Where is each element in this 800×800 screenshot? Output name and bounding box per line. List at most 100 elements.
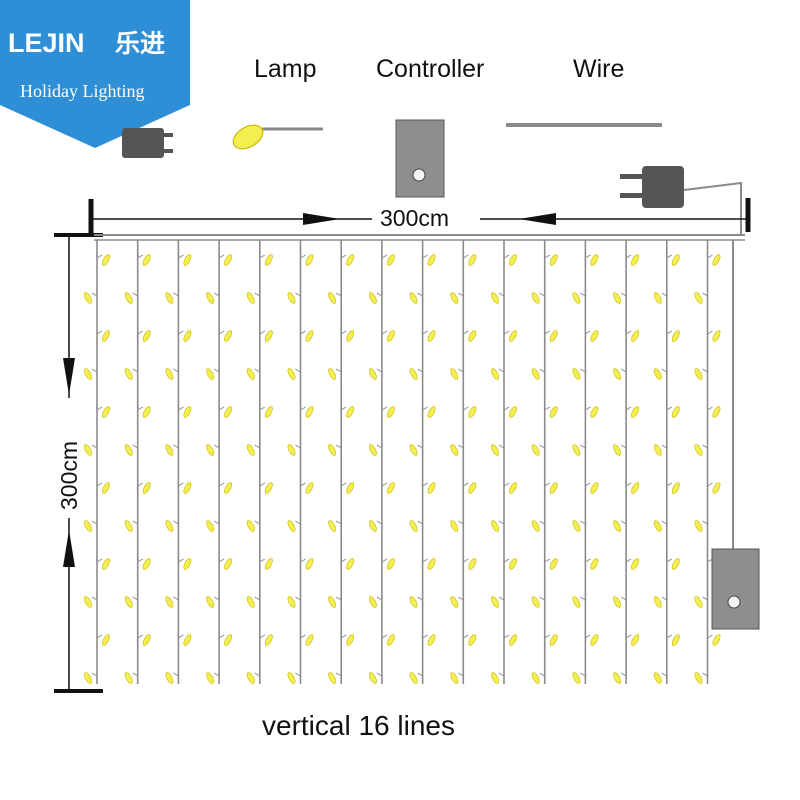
lamp-bulb — [328, 596, 342, 608]
lamp-bulb — [625, 254, 640, 266]
lamp-bulb — [137, 254, 151, 266]
lamp-bulb — [381, 406, 395, 418]
lamp-bulb — [246, 444, 261, 456]
lamp-bulb — [328, 368, 342, 380]
lamp-bulb — [259, 406, 273, 418]
lamp-bulb — [368, 672, 383, 684]
curtain-strand — [206, 240, 233, 684]
lamp-bulb — [287, 444, 301, 456]
lamp-bulb — [218, 330, 233, 342]
lamp-bulb — [625, 558, 640, 570]
lamp-bulb — [450, 596, 464, 608]
lamp-bulb — [340, 330, 355, 342]
lamp-bulb — [666, 558, 680, 570]
lamp-bulb — [707, 482, 721, 494]
lamp-bulb — [613, 596, 627, 608]
lamp-bulb — [96, 558, 110, 570]
lamp-bulb — [409, 368, 423, 380]
legend-controller-label: Controller — [376, 55, 484, 83]
lamp-bulb — [137, 482, 151, 494]
curtain-strand — [328, 240, 355, 684]
lamp-bulb — [491, 672, 505, 684]
lamp-bulb — [246, 672, 261, 684]
lamp-bulb — [666, 406, 680, 418]
lamp-bulb — [491, 596, 505, 608]
lamp-bulb — [84, 520, 98, 532]
lamp-bulb — [206, 444, 220, 456]
lamp-bulb — [206, 292, 220, 304]
curtain-strand — [450, 240, 477, 684]
lamp-bulb — [137, 406, 151, 418]
lamp-bulb — [96, 482, 110, 494]
lamp-bulb — [124, 596, 138, 608]
lamp-bulb — [178, 254, 192, 266]
lamp-bulb — [531, 672, 545, 684]
lamp-bulb — [218, 254, 233, 266]
lamp-bulb — [707, 254, 721, 266]
lamp-bulb — [422, 634, 436, 646]
lamp-bulb — [463, 634, 477, 646]
lamp-bulb — [625, 406, 640, 418]
curtain-strand — [694, 240, 721, 684]
lamp-bulb — [491, 368, 505, 380]
plug-icon — [122, 128, 173, 158]
lamp-bulb — [328, 292, 342, 304]
lamp-bulb — [287, 672, 301, 684]
lamp-bulb — [450, 444, 464, 456]
lamp-bulb — [218, 558, 233, 570]
lamp-bulb — [653, 520, 668, 532]
lamp-bulb — [585, 406, 599, 418]
lamp-bulb — [328, 672, 342, 684]
lamp-bulb — [613, 368, 627, 380]
lamp-bulb — [300, 482, 314, 494]
lamp-bulb — [653, 596, 668, 608]
lamp-bulb — [666, 330, 680, 342]
lamp-bulb — [503, 254, 517, 266]
curtain-strand — [613, 240, 640, 684]
lamp-bulb — [409, 444, 423, 456]
lamp-bulb — [206, 368, 220, 380]
lamp-bulb — [613, 444, 627, 456]
lamp-bulb — [422, 482, 436, 494]
lamp-bulb — [165, 292, 179, 304]
lamp-bulb — [287, 520, 301, 532]
lamp-bulb — [84, 444, 98, 456]
lamp-bulb — [491, 292, 505, 304]
lamp-bulb — [503, 406, 517, 418]
lamp-bulb — [124, 672, 138, 684]
lamp-bulb — [368, 520, 383, 532]
lamp-bulb — [694, 596, 708, 608]
lamp-bulb — [694, 444, 708, 456]
lamp-bulb — [666, 634, 680, 646]
lamp-bulb — [409, 520, 423, 532]
lamp-bulb — [300, 406, 314, 418]
lamp-bulb — [259, 330, 273, 342]
lamp-bulb — [653, 444, 668, 456]
lamp-bulb — [572, 368, 586, 380]
curtain-strand — [165, 240, 192, 684]
lamp-bulb — [463, 482, 477, 494]
lamp-bulb — [287, 596, 301, 608]
lamp-bulb — [653, 368, 668, 380]
brand-tagline: Holiday Lighting — [20, 81, 145, 101]
lamp-bulb — [218, 482, 233, 494]
lamp-bulb — [96, 254, 110, 266]
lamp-bulb — [707, 330, 721, 342]
lamp-bulb — [178, 330, 192, 342]
lamp-bulb — [450, 672, 464, 684]
lamp-bulb — [544, 482, 558, 494]
lamp-bulb — [585, 254, 599, 266]
lamp-bulb — [544, 406, 558, 418]
lamp-bulb — [450, 292, 464, 304]
height-label: 300cm — [56, 441, 82, 510]
lamp-bulb — [463, 558, 477, 570]
lamp-bulb — [178, 482, 192, 494]
width-dimension: 300cm — [88, 198, 751, 236]
lamp-bulb — [300, 330, 314, 342]
lamp-bulb — [585, 482, 599, 494]
lamp-bulb — [544, 254, 558, 266]
lamp-icon — [232, 124, 323, 150]
lamp-bulb — [300, 634, 314, 646]
lamp-bulb — [491, 520, 505, 532]
